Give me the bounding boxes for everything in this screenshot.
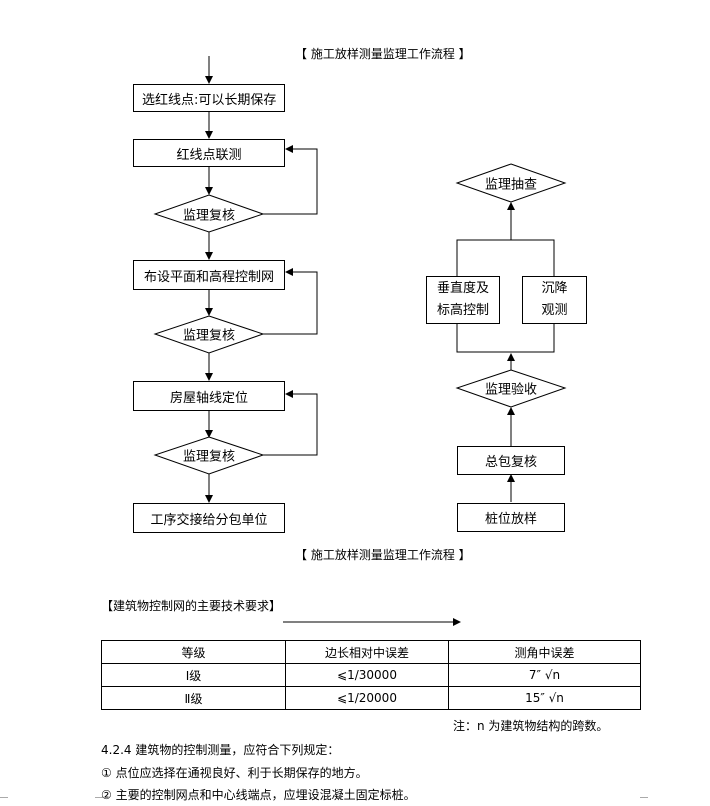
flow-box-pile-layout: 桩位放样 [457, 503, 565, 532]
flow-box-red-line-survey: 红线点联测 [133, 139, 285, 167]
table-row: Ⅰ级 ⩽1/30000 7″ √n [101, 663, 641, 687]
flow-title-bottom: 【 施工放样测量监理工作流程 】 [295, 548, 471, 562]
check-label-1: 监理复核 [182, 208, 236, 224]
control-network-table: 等级 边长相对中误差 测角中误差 Ⅰ级 ⩽1/30000 7″ √n Ⅱ级 ⩽1… [101, 640, 641, 710]
paragraph-item-2: ② 主要的控制网点和中心线端点，应埋设混凝土固定标桩。 [101, 788, 416, 802]
settlement-line1: 沉降 [541, 281, 568, 296]
diamond-accept [455, 369, 567, 408]
table-cell: ⩽1/20000 [285, 686, 449, 710]
diamond-top-check [455, 163, 567, 203]
page-corner-marker [95, 797, 103, 806]
table-header-grade: 等级 [101, 640, 286, 664]
table-cell: Ⅰ级 [101, 663, 286, 687]
flow-box-general-review: 总包复核 [457, 446, 565, 475]
diamond-check-3 [153, 436, 265, 475]
paragraph-4-2-4: 4.2.4 建筑物的控制测量，应符合下列规定： [101, 743, 340, 757]
diamond-check-2 [153, 315, 265, 354]
check-label-2: 监理复核 [182, 328, 236, 344]
table-header-side-error: 边长相对中误差 [285, 640, 449, 664]
flow-box-control-network: 布设平面和高程控制网 [133, 260, 285, 290]
decorative-arrow [283, 618, 461, 626]
table-cell: 7″ √n [448, 663, 641, 687]
flow-box-handover: 工序交接给分包单位 [133, 503, 285, 533]
paragraph-item-1: ① 点位应选择在通视良好、利于长期保存的地方。 [101, 766, 368, 780]
flow-box-axis-positioning: 房屋轴线定位 [133, 381, 285, 411]
table-row: Ⅱ级 ⩽1/20000 15″ √n [101, 686, 641, 710]
verticality-line2: 标高控制 [436, 303, 489, 318]
flow-box-verticality: 垂直度及 标高控制 [426, 276, 500, 324]
table-cell: 15″ √n [448, 686, 641, 710]
spec-heading: 【建筑物控制网的主要技术要求】 [101, 599, 282, 613]
table-cell: Ⅱ级 [101, 686, 286, 710]
flow-box-select-red-line: 选红线点:可以长期保存 [133, 84, 285, 112]
verticality-line1: 垂直度及 [436, 281, 489, 296]
top-check-label: 监理抽查 [484, 177, 538, 193]
accept-label: 监理验收 [484, 382, 538, 398]
table-header-row: 等级 边长相对中误差 测角中误差 [101, 640, 641, 664]
table-header-angle-error: 测角中误差 [448, 640, 641, 664]
table-note: 注：n 为建筑物结构的跨数。 [453, 719, 609, 733]
page-corner-marker [0, 797, 8, 806]
diamond-check-1 [153, 194, 265, 233]
flow-box-settlement: 沉降 观测 [522, 276, 587, 324]
check-label-3: 监理复核 [182, 449, 236, 465]
settlement-line2: 观测 [541, 303, 568, 318]
table-cell: ⩽1/30000 [285, 663, 449, 687]
flow-title-top: 【 施工放样测量监理工作流程 】 [295, 47, 471, 61]
page-corner-marker [640, 797, 648, 806]
